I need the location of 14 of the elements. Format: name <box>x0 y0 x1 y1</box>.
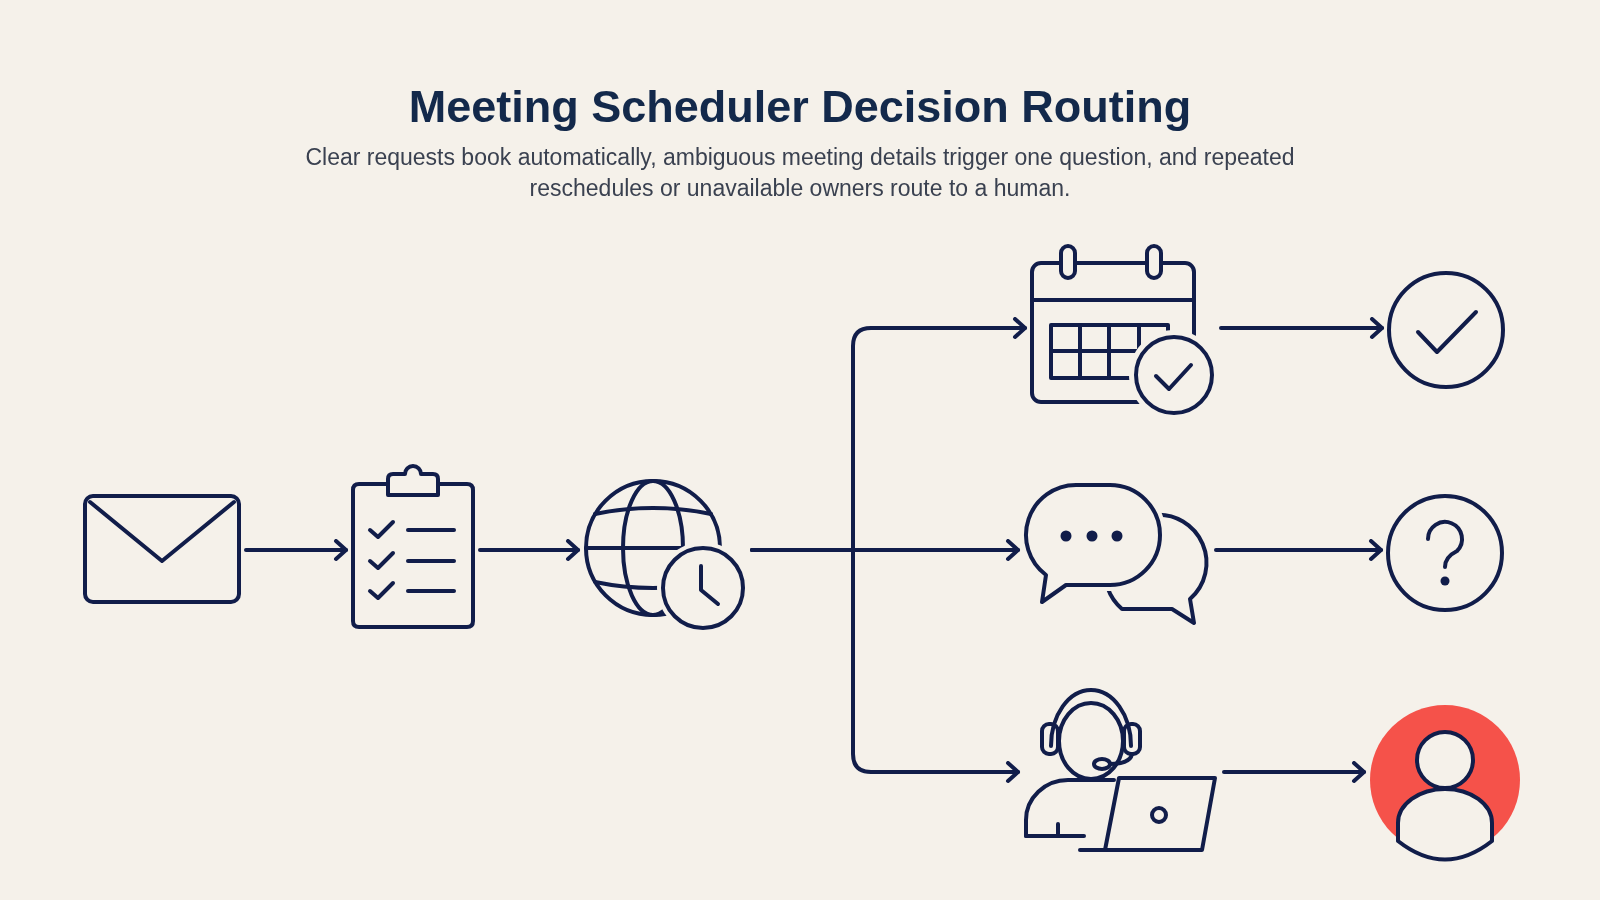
arrow <box>478 539 580 561</box>
user-avatar-icon <box>1368 703 1522 863</box>
clipboard-checklist-icon <box>350 462 476 630</box>
question-circle-icon <box>1385 493 1505 613</box>
diagram-title: Meeting Scheduler Decision Routing <box>408 80 1192 134</box>
envelope-icon <box>82 493 242 605</box>
arrow <box>244 539 348 561</box>
check-circle-icon <box>1386 270 1506 390</box>
arrow <box>1222 761 1366 783</box>
arrow <box>750 548 1020 783</box>
caption: Clear requests book automatically, ambiguous meeting details trigger one question, and repeated reschedules or unavailable owners route to a human. <box>304 143 1296 203</box>
arrow <box>1214 539 1383 561</box>
arrow <box>1219 317 1384 339</box>
calendar-check-icon <box>1029 243 1217 417</box>
